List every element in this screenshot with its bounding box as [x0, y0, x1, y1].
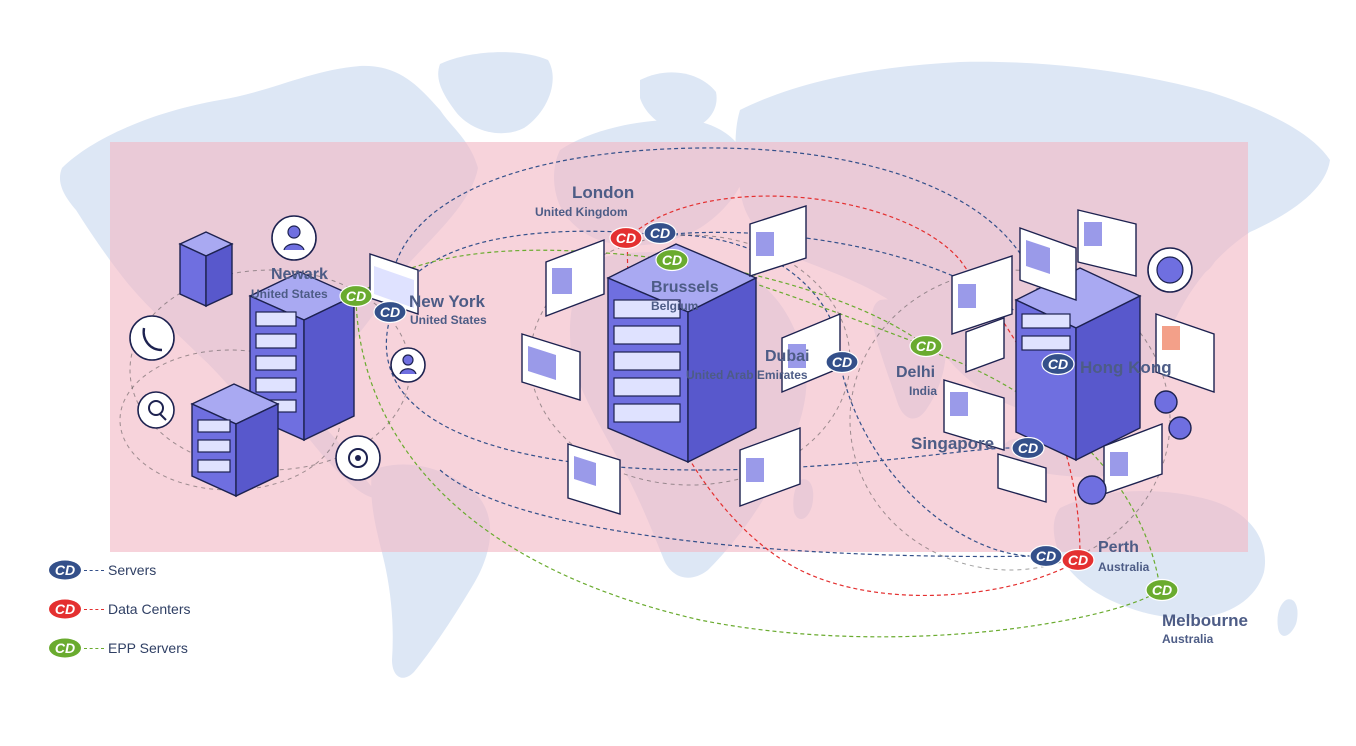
legend: CD Servers CD Data Centers CD EPP Server…: [48, 560, 190, 677]
legend-label: EPP Servers: [108, 640, 188, 656]
country-label-brussels: Belgium: [651, 299, 699, 313]
city-label-perth: Perth: [1098, 539, 1139, 556]
country-label-dubai: United Arab Emirates: [686, 368, 808, 382]
marker-badge-text: CD: [1048, 356, 1068, 372]
server-rack-icon: [190, 383, 280, 498]
legend-dash: [84, 608, 104, 610]
marker-badge-text: CD: [1152, 582, 1172, 598]
browser-window-icon: [965, 316, 1005, 374]
legend-item-servers: CD Servers: [48, 560, 190, 580]
route-servers-7: [439, 469, 1041, 558]
profile-card-icon: [781, 312, 841, 394]
marker-badge-text: CD: [662, 252, 682, 268]
melbourne-epp-servers-marker-icon: CD: [1145, 578, 1179, 602]
profile-card-icon: [1077, 209, 1137, 277]
country-label-london: United Kingdom: [535, 205, 628, 219]
browser-window-icon: [567, 443, 621, 515]
marker-badge-text: CD: [1068, 552, 1088, 568]
route-epp-2: [355, 299, 1161, 638]
legend-dash: [84, 647, 104, 649]
marker-badge-text: CD: [616, 230, 636, 246]
dubai-servers-marker-icon: CD: [825, 350, 859, 374]
city-label-london: London: [572, 183, 635, 202]
person-icon: [271, 215, 317, 261]
svg-text:CD: CD: [55, 601, 75, 617]
server-rack-icon: [178, 231, 234, 308]
marker-badge-text: CD: [1036, 548, 1056, 564]
browser-window-icon: [1019, 227, 1077, 301]
browser-window-icon: [521, 333, 581, 401]
legend-dash: [84, 569, 104, 571]
profile-card-icon: [1155, 313, 1215, 393]
server-rack-icon: [606, 243, 758, 464]
profile-card-icon: [1103, 422, 1163, 495]
legend-label: Servers: [108, 562, 157, 578]
route-servers-3: [385, 317, 1031, 471]
london-servers-marker-icon: CD: [643, 221, 677, 245]
marker-badge-text: CD: [916, 338, 936, 354]
city-label-delhi: Delhi: [896, 364, 936, 381]
country-label-perth: Australia: [1098, 560, 1150, 574]
brussels-epp-servers-marker-icon: CD: [655, 248, 689, 272]
profile-card-icon: [749, 205, 807, 277]
country-label-melbourne: Australia: [1162, 632, 1214, 646]
city-label-brussels: Brussels: [651, 279, 719, 296]
coin-icon: [1077, 390, 1192, 505]
london-data-centers-marker-icon: CD: [609, 226, 643, 250]
newark-epp-servers-marker-icon: CD: [339, 284, 373, 308]
marker-badge-text: CD: [380, 304, 400, 320]
city-label-newark: Newark: [271, 266, 328, 283]
continent-scandinavia: [640, 72, 717, 130]
singapore-servers-marker-icon: CD: [1011, 436, 1045, 460]
route-servers-4: [659, 234, 841, 361]
search-icon: [137, 391, 175, 429]
profile-card-icon: [951, 255, 1013, 335]
perth-data-centers-marker-icon: CD: [1061, 548, 1095, 572]
server-rack-icon: [1014, 267, 1142, 462]
profile-card-icon: [545, 238, 605, 318]
new-york-servers-marker-icon: CD: [373, 300, 407, 324]
continent-greenland: [438, 52, 553, 134]
epp-servers-badge-icon: CD: [49, 638, 81, 658]
delhi-epp-servers-marker-icon: CD: [909, 334, 943, 358]
browser-window-icon: [369, 253, 419, 315]
marker-badge-text: CD: [650, 225, 670, 241]
legend-item-data-centers: CD Data Centers: [48, 599, 190, 619]
center-cluster: [521, 205, 851, 515]
continent-new-zealand: [1277, 599, 1298, 636]
data-centers-badge-icon: CD: [49, 599, 81, 619]
city-label-dubai: Dubai: [765, 348, 810, 365]
marker-badge-text: CD: [832, 354, 852, 370]
route-servers-2: [389, 230, 661, 311]
location-markers: CD CD CD CD CD CD CD CD CD CD CD CD: [339, 221, 1179, 602]
profile-card-icon: [943, 379, 1005, 451]
route-servers-5: [839, 361, 1041, 557]
city-label-melbourne: Melbourne: [1162, 611, 1248, 630]
gear-icon: [335, 435, 381, 481]
servers-badge-icon: CD: [49, 560, 81, 580]
marker-badge-text: CD: [346, 288, 366, 304]
phone-icon: [129, 315, 175, 361]
coin-icon: [1147, 247, 1193, 293]
country-label-newark: United States: [251, 287, 328, 301]
svg-text:CD: CD: [55, 562, 75, 578]
city-label-new-york: New York: [409, 292, 485, 311]
legend-item-epp-servers: CD EPP Servers: [48, 638, 190, 658]
hong-kong-servers-marker-icon: CD: [1041, 352, 1075, 376]
legend-label: Data Centers: [108, 601, 191, 617]
left-cluster: [119, 215, 426, 498]
profile-card-icon: [739, 426, 801, 508]
browser-window-icon: [997, 453, 1047, 503]
country-label-new-york: United States: [410, 313, 487, 327]
city-label-singapore: Singapore: [911, 434, 995, 453]
right-cluster: [849, 209, 1215, 571]
city-label-hong-kong: Hong Kong: [1080, 358, 1172, 377]
country-label-delhi: India: [909, 384, 938, 398]
person-icon: [390, 347, 426, 383]
svg-text:CD: CD: [55, 640, 75, 656]
perth-servers-marker-icon: CD: [1029, 544, 1063, 568]
marker-badge-text: CD: [1018, 440, 1038, 456]
